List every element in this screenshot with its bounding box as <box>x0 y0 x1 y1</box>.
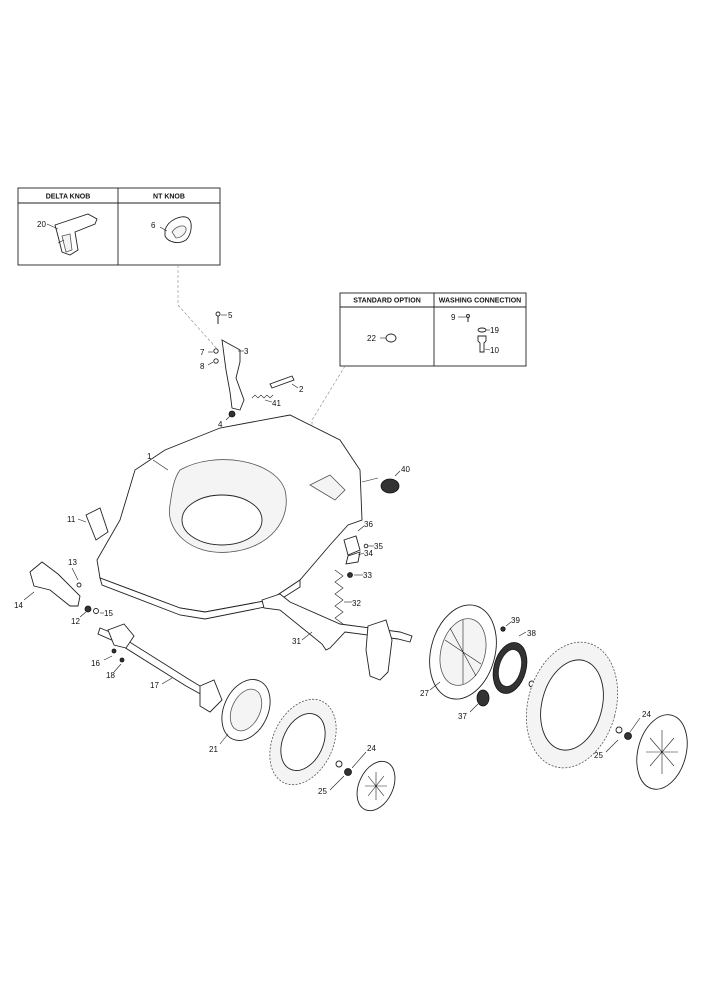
height-adjust-parts <box>334 477 400 631</box>
callout-7: 7 <box>200 348 205 357</box>
callout-34: 34 <box>364 549 373 558</box>
washer-inset-link <box>311 365 346 495</box>
knob-inset-link <box>177 265 219 351</box>
callout-1: 1 <box>147 452 152 461</box>
callout-33: 33 <box>363 571 372 580</box>
callout-16: 16 <box>91 659 100 668</box>
front-left-parts <box>29 507 109 614</box>
front-wheel-assembly <box>221 679 396 812</box>
callout-40: 40 <box>401 465 410 474</box>
delta-knob-icon <box>54 213 98 256</box>
callout-22: 22 <box>367 334 376 343</box>
nt-knob-title: NT KNOB <box>153 194 185 201</box>
callout-10: 10 <box>490 346 499 355</box>
rear-wheel-assembly <box>429 604 688 790</box>
callout-6: 6 <box>151 221 156 230</box>
callout-2: 2 <box>299 385 304 394</box>
callout-20: 20 <box>37 220 46 229</box>
washer-inset: STANDARD OPTION WASHING CONNECTION 22 9 … <box>339 292 527 367</box>
callout-17: 17 <box>150 681 159 690</box>
callout-18: 18 <box>106 671 115 680</box>
callout-11: 11 <box>67 515 76 524</box>
callout-24-front: 24 <box>367 744 376 753</box>
callout-35: 35 <box>374 542 383 551</box>
callout-12: 12 <box>71 617 80 626</box>
callout-5: 5 <box>228 311 233 320</box>
callout-15: 15 <box>104 609 113 618</box>
rear-axle-assembly <box>261 593 413 681</box>
callout-8: 8 <box>200 362 205 371</box>
callout-24-rear: 24 <box>642 710 651 719</box>
front-axle-assembly <box>97 623 223 713</box>
callout-4: 4 <box>218 420 223 429</box>
callout-13: 13 <box>68 558 77 567</box>
callout-9: 9 <box>451 313 456 322</box>
handle-bracket-assembly <box>213 311 295 418</box>
callout-38: 38 <box>527 629 536 638</box>
callout-27: 27 <box>420 689 429 698</box>
washing-connection-title: WASHING CONNECTION <box>439 298 521 305</box>
washer-inset-frame <box>339 292 527 367</box>
callout-19: 19 <box>490 326 499 335</box>
callout-37: 37 <box>458 712 467 721</box>
knob-inset: DELTA KNOB NT KNOB 20 6 <box>17 187 221 266</box>
callout-3: 3 <box>244 347 249 356</box>
callout-21: 21 <box>209 745 218 754</box>
callout-31: 31 <box>292 637 301 646</box>
plug-cap-icon <box>385 333 397 343</box>
callout-32: 32 <box>352 599 361 608</box>
callout-25-front: 25 <box>318 787 327 796</box>
callout-25-rear: 25 <box>594 751 603 760</box>
callout-39: 39 <box>511 616 520 625</box>
delta-knob-title: DELTA KNOB <box>46 194 91 201</box>
callout-14: 14 <box>14 601 23 610</box>
standard-option-title: STANDARD OPTION <box>353 298 421 305</box>
callout-41: 41 <box>272 399 281 408</box>
mower-deck <box>96 414 363 620</box>
nt-knob-icon <box>164 216 192 243</box>
callout-36: 36 <box>364 520 373 529</box>
